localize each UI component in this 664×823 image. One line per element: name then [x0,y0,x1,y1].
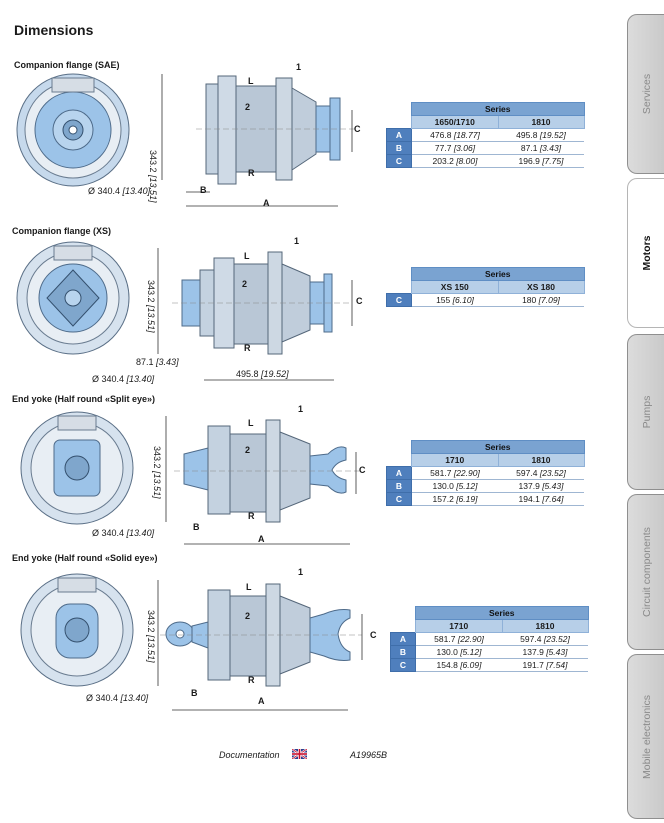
front-view-split-eye [20,411,134,525]
front-view-xs [16,241,130,355]
dim-b-sae: B [200,185,207,195]
column-header: 1810 [501,619,589,633]
callout-2-xs: 2 [242,279,248,289]
label-r-xs: R [244,343,251,353]
dim-c-sae: C [354,124,361,134]
tab-motors[interactable]: Motors [627,178,664,328]
a-dim-xs: 495.8 [19.52] [236,369,289,379]
column-header: 1650/1710 [411,115,499,129]
tab-services[interactable]: Services [627,14,664,174]
column-header: 1710 [415,619,503,633]
callout-1-split-eye: 1 [298,404,304,414]
dim-c-solid-eye: C [370,630,377,640]
section-title-split-eye: End yoke (Half round «Split eye») [12,394,156,404]
table-title: Series [411,440,585,454]
diameter-dim-solid-eye: Ø 340.4 [13.40] [86,693,149,703]
height-dim-solid-eye: 343.2 [13.51] [146,610,156,663]
tab-circuit-components[interactable]: Circuit components [627,494,664,650]
dim-a-solid-eye: A [258,696,265,706]
label-l-xs: L [244,251,250,261]
dim-c-xs: C [356,296,363,306]
tab-label: Mobile electronics [640,694,653,779]
tab-label: Motors [640,235,653,271]
tab-label: Pumps [640,395,653,429]
callout-2-solid-eye: 2 [245,611,251,621]
column-header: 1810 [497,453,585,467]
label-r-split-eye: R [248,511,255,521]
height-dim-split-eye: 343.2 [13.51] [152,446,162,499]
dim-a-sae: A [263,198,270,208]
label-l-sae: L [248,76,254,86]
column-header: XS 150 [411,280,499,294]
tab-pumps[interactable]: Pumps [627,334,664,490]
diameter-dim-sae: Ø 340.4 [13.40] [88,186,151,196]
diameter-dim-split-eye: Ø 340.4 [13.40] [92,528,155,538]
tab-label: Services [640,73,653,115]
column-header: 1810 [497,115,585,129]
label-r-solid-eye: R [248,675,255,685]
callout-2-sae: 2 [245,102,251,112]
side-view-sae [161,74,356,207]
front-view-sae [16,73,130,187]
footer-document-code: A19965B [350,750,388,760]
label-l-split-eye: L [248,418,254,428]
table-title: Series [411,267,585,281]
side-view-xs [157,248,353,381]
label-l-solid-eye: L [246,582,252,592]
height-dim-xs: 343.2 [13.51] [146,280,156,333]
callout-1-sae: 1 [296,62,302,72]
uk-flag-icon [292,749,307,759]
callout-2-split-eye: 2 [245,445,251,455]
table-title: Series [415,606,589,620]
section-title-solid-eye: End yoke (Half round «Solid eye») [12,553,158,563]
tab-mobile-electronics[interactable]: Mobile electronics [627,654,664,819]
column-header: XS 180 [497,280,585,294]
section-title-xs: Companion flange (XS) [12,226,111,236]
section-title-sae: Companion flange (SAE) [14,60,120,70]
side-view-solid-eye [157,580,363,711]
dim-b-solid-eye: B [191,688,198,698]
table-title: Series [411,102,585,116]
page-title: Dimensions [14,22,94,38]
callout-1-xs: 1 [294,236,300,246]
diameter-dim-xs: Ø 340.4 [13.40] [92,374,155,384]
dim-c-split-eye: C [359,465,366,475]
b-dim-xs: 87.1 [3.43] [136,357,179,367]
front-view-solid-eye [20,573,134,687]
height-dim-sae: 343.2 [13.51] [148,150,158,203]
footer-documentation: Documentation [219,750,280,760]
dim-a-split-eye: A [258,534,265,544]
tab-label: Circuit components [640,527,653,617]
callout-1-solid-eye: 1 [298,567,304,577]
label-r-sae: R [248,168,255,178]
side-view-split-eye [165,416,360,545]
dim-b-split-eye: B [193,522,200,532]
column-header: 1710 [411,453,499,467]
